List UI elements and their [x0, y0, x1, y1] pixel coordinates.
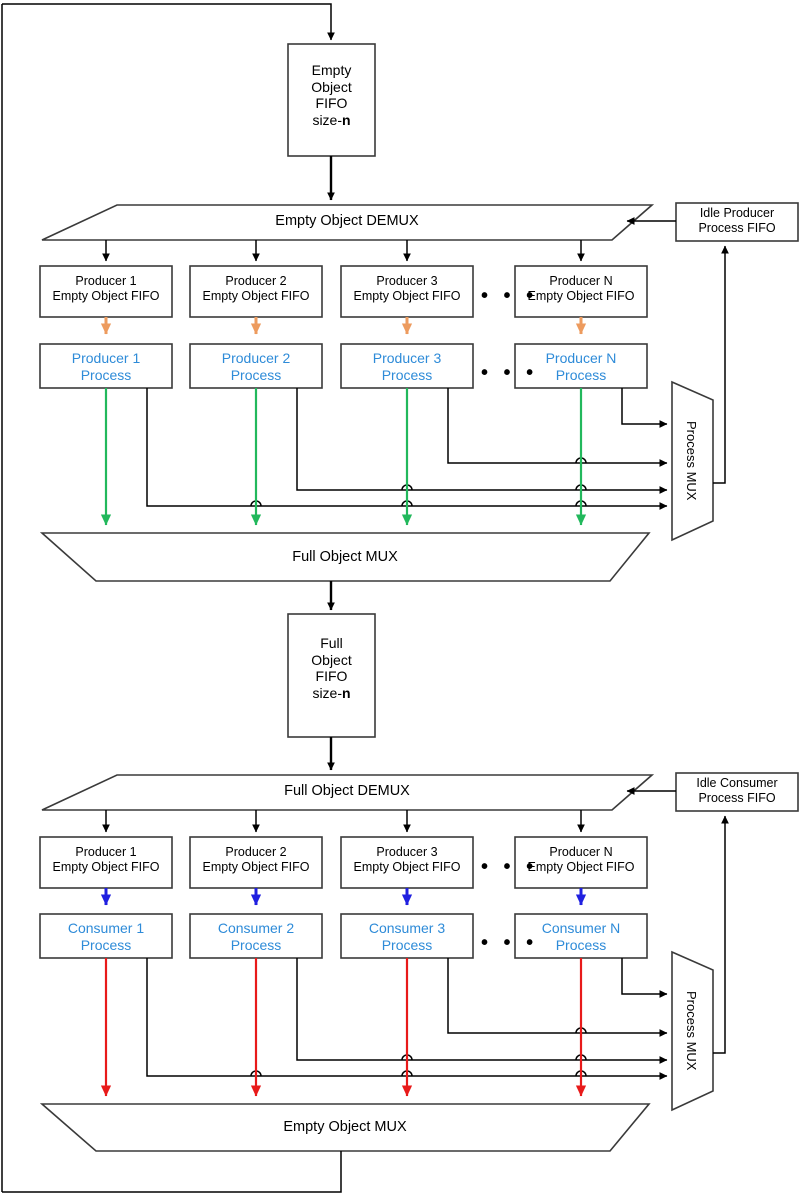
idle-consumer-process-fifo-label: Idle Consumer Process FIFO [676, 776, 798, 806]
queue-label-line-2: Empty Object FIFO [202, 859, 310, 874]
consumer-queue-fifo-1: Producer 1 Empty Object FIFO [40, 845, 172, 875]
process-label-line-2: Process [230, 936, 282, 953]
fifo-size-var: n [342, 111, 351, 128]
consumer-process-3[interactable]: Consumer 3 Process [341, 920, 473, 953]
process-label-line-2: Process [381, 366, 433, 383]
consumer-process-1[interactable]: Consumer 1 Process [40, 920, 172, 953]
fifo-line-3: FIFO [315, 95, 348, 112]
fifo-line-2: Object [311, 78, 352, 95]
idle-producer-process-fifo-label: Idle Producer Process FIFO [676, 206, 798, 236]
fifo-size-line: size-n [288, 112, 375, 129]
producer-process-2[interactable]: Producer 2 Process [190, 350, 322, 383]
process-label-line-1: Consumer 2 [217, 920, 295, 936]
fifo-size-var: n [342, 684, 351, 701]
queue-label-line-2: Empty Object FIFO [202, 288, 310, 303]
producer-process-ellipsis: • • • [481, 362, 539, 384]
empty-object-fifo-label: Empty Object FIFO size-n [288, 62, 375, 128]
process-label-line-1: Consumer 3 [368, 920, 446, 936]
fifo-line-1: Empty [311, 62, 352, 78]
consumer-queue-ellipsis: • • • [481, 856, 539, 878]
queue-label-line-2: Empty Object FIFO [52, 859, 160, 874]
queue-label-line-2: Empty Object FIFO [52, 288, 160, 303]
producer-queue-fifo-3: Producer 3 Empty Object FIFO [341, 274, 473, 304]
queue-label-line-2: Empty Object FIFO [527, 288, 635, 303]
fifo-size-text: size- [312, 111, 342, 128]
queue-label-line-1: Producer 1 [75, 274, 137, 288]
process-label-line-1: Producer 2 [221, 350, 291, 366]
queue-label-line-1: Producer 2 [225, 845, 287, 859]
process-label-line-1: Producer 1 [71, 350, 141, 366]
queue-label-line-2: Empty Object FIFO [353, 288, 461, 303]
producer-process-3[interactable]: Producer 3 Process [341, 350, 473, 383]
idle-fifo-line-1: Idle Producer [699, 206, 775, 220]
full-object-mux-label: Full Object MUX [292, 549, 398, 565]
producer-queue-fifo-n: Producer N Empty Object FIFO [515, 274, 647, 304]
fifo-line-3: FIFO [315, 668, 348, 685]
consumer-queue-fifo-n: Producer N Empty Object FIFO [515, 845, 647, 875]
process-label-line-2: Process [555, 936, 607, 953]
process-label-line-1: Consumer N [541, 920, 621, 936]
fifo-line-2: Object [311, 651, 352, 668]
consumer-process-n[interactable]: Consumer N Process [515, 920, 647, 953]
queue-label-line-2: Empty Object FIFO [353, 859, 461, 874]
consumer-process-ellipsis: • • • [481, 932, 539, 954]
full-object-fifo-label: Full Object FIFO size-n [288, 635, 375, 701]
producer-process-mux-label: Process MUX [684, 421, 699, 501]
empty-object-demux-label: Empty Object DEMUX [275, 213, 419, 229]
consumer-queue-fifo-2: Producer 2 Empty Object FIFO [190, 845, 322, 875]
consumer-queue-fifo-3: Producer 3 Empty Object FIFO [341, 845, 473, 875]
process-label-line-2: Process [80, 366, 132, 383]
queue-label-line-1: Producer 3 [376, 274, 438, 288]
process-label-line-1: Producer 3 [372, 350, 442, 366]
full-object-demux-label: Full Object DEMUX [284, 783, 410, 799]
producer-queue-ellipsis: • • • [481, 285, 539, 307]
queue-label-line-1: Producer 1 [75, 845, 137, 859]
queue-label-line-1: Producer 3 [376, 845, 438, 859]
fifo-size-line: size-n [288, 685, 375, 702]
consumer-process-mux-label: Process MUX [684, 991, 699, 1071]
empty-object-mux-label: Empty Object MUX [283, 1119, 407, 1135]
fifo-line-1: Full [320, 635, 343, 651]
fifo-size-text: size- [312, 684, 342, 701]
producer-process-1[interactable]: Producer 1 Process [40, 350, 172, 383]
process-label-line-2: Process [381, 936, 433, 953]
producer-queue-fifo-1: Producer 1 Empty Object FIFO [40, 274, 172, 304]
queue-label-line-1: Producer N [549, 274, 613, 288]
queue-label-line-1: Producer N [549, 845, 613, 859]
process-label-line-2: Process [555, 366, 607, 383]
idle-fifo-line-2: Process FIFO [698, 220, 776, 235]
consumer-process-2[interactable]: Consumer 2 Process [190, 920, 322, 953]
producer-queue-fifo-2: Producer 2 Empty Object FIFO [190, 274, 322, 304]
process-label-line-2: Process [230, 366, 282, 383]
process-label-line-2: Process [80, 936, 132, 953]
producer-process-n[interactable]: Producer N Process [515, 350, 647, 383]
idle-fifo-line-2: Process FIFO [698, 790, 776, 805]
process-label-line-1: Producer N [545, 350, 617, 366]
queue-label-line-1: Producer 2 [225, 274, 287, 288]
process-label-line-1: Consumer 1 [67, 920, 145, 936]
idle-fifo-line-1: Idle Consumer [696, 776, 778, 790]
queue-label-line-2: Empty Object FIFO [527, 859, 635, 874]
